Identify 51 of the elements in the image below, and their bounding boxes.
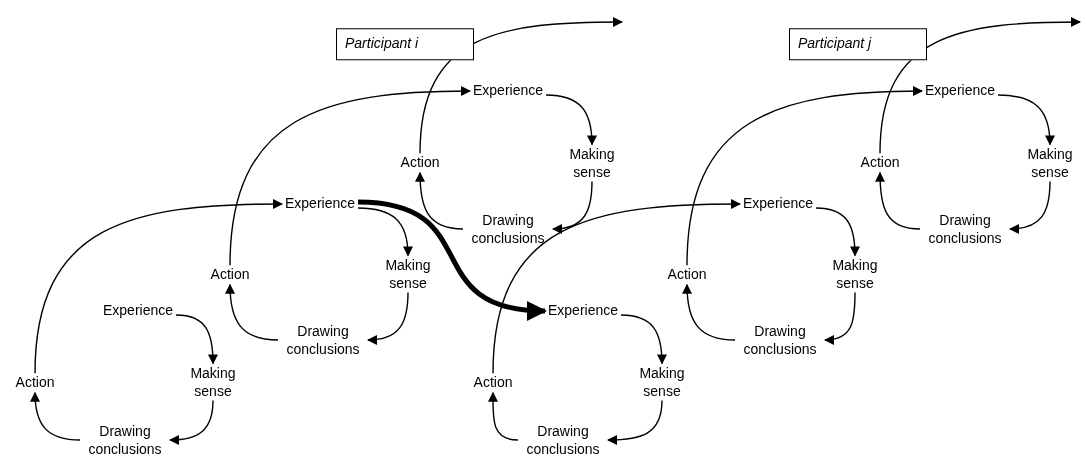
arrow bbox=[875, 171, 921, 230]
stage-label: Action bbox=[12, 373, 58, 393]
arrow bbox=[552, 180, 593, 234]
arrow bbox=[169, 399, 214, 445]
stage-label: Action bbox=[857, 153, 903, 173]
stage-label: Drawing conclusions bbox=[735, 321, 825, 359]
arrow bbox=[620, 314, 667, 365]
stage-label: Experience bbox=[470, 81, 546, 101]
participant-label-box: Participant j bbox=[789, 28, 927, 60]
arrow bbox=[815, 207, 860, 257]
arrow bbox=[367, 291, 409, 345]
stage-label: Making sense bbox=[182, 363, 244, 401]
stage-label: Action bbox=[397, 153, 443, 173]
stage-label: Drawing conclusions bbox=[463, 210, 553, 248]
arrow bbox=[229, 86, 471, 266]
arrow bbox=[607, 399, 663, 445]
stage-label: Drawing conclusions bbox=[518, 421, 608, 459]
arrow bbox=[419, 17, 623, 154]
stage-label: Experience bbox=[545, 301, 621, 321]
arrow bbox=[415, 171, 464, 230]
arrow bbox=[1009, 180, 1051, 234]
stage-label: Experience bbox=[740, 194, 816, 214]
stage-label: Experience bbox=[922, 81, 998, 101]
stage-label: Drawing conclusions bbox=[80, 421, 170, 459]
arrow bbox=[357, 207, 413, 257]
stage-label: Action bbox=[664, 265, 710, 285]
arrow bbox=[225, 283, 279, 341]
arrow bbox=[34, 199, 283, 374]
stage-label: Experience bbox=[100, 301, 176, 321]
arrow bbox=[686, 86, 923, 266]
arrow bbox=[175, 314, 218, 365]
stage-label: Action bbox=[207, 265, 253, 285]
arrow bbox=[492, 199, 741, 374]
stage-label: Action bbox=[470, 373, 516, 393]
stage-label: Making sense bbox=[377, 255, 439, 293]
thick-arrow bbox=[357, 199, 547, 320]
participant-label-box: Participant i bbox=[336, 28, 474, 60]
arrow bbox=[997, 94, 1055, 146]
arrow bbox=[879, 17, 1081, 154]
stage-label: Drawing conclusions bbox=[920, 210, 1010, 248]
stage-label: Making sense bbox=[561, 144, 623, 182]
arrow bbox=[824, 291, 856, 345]
stage-label: Making sense bbox=[1019, 144, 1081, 182]
stage-label: Making sense bbox=[824, 255, 886, 293]
arrow bbox=[487, 391, 519, 441]
arrow bbox=[682, 283, 736, 341]
arrow bbox=[30, 391, 81, 441]
stage-label: Experience bbox=[282, 194, 358, 214]
stage-label: Making sense bbox=[631, 363, 693, 401]
stage-label: Drawing conclusions bbox=[278, 321, 368, 359]
arrow bbox=[545, 94, 597, 146]
